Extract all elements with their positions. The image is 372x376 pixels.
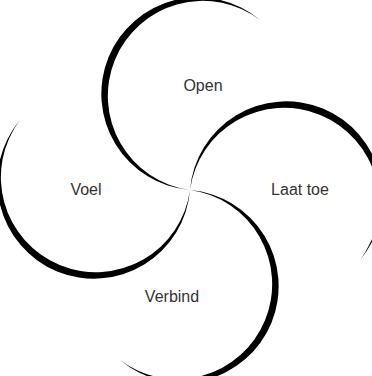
lobe-label: Laat toe (271, 180, 329, 199)
lobe-label: Voel (70, 180, 101, 199)
arc-stroke (0, 120, 190, 279)
arc-stroke (190, 101, 372, 260)
arc-stroke (120, 190, 279, 376)
lobe-label: Verbind (145, 287, 199, 306)
arc-stroke (101, 0, 260, 190)
lobe-label: Open (183, 76, 222, 95)
